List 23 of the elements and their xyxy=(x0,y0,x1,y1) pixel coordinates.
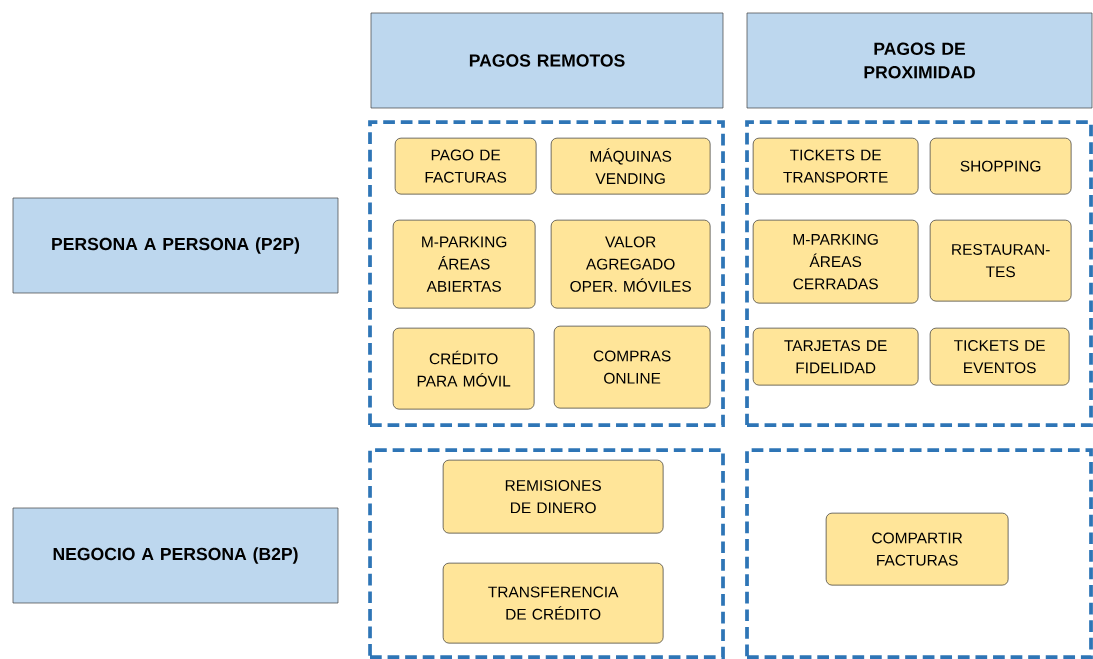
category-box: MÁQUINAS VENDING xyxy=(550,137,711,195)
category-box: M-PARKING ÁREAS CERRADAS xyxy=(752,219,919,304)
dashed-group-box xyxy=(368,120,725,427)
dashed-group-box xyxy=(745,448,1093,659)
category-box: RESTAURAN-TES xyxy=(929,219,1072,302)
category-box: COMPRAS ONLINE xyxy=(553,325,711,409)
dashed-group-box xyxy=(368,448,725,659)
category-box: CRÉDITO PARA MÓVIL xyxy=(392,327,535,410)
category-box: SHOPPING xyxy=(929,137,1072,195)
category-box: VALOR AGREGADO OPER. MÓVILES xyxy=(550,219,711,309)
category-box: TARJETAS DE FIDELIDAD xyxy=(752,327,919,386)
header-box: PERSONA A PERSONA (P2P) xyxy=(12,197,339,294)
category-box: M-PARKING ÁREAS ABIERTAS xyxy=(392,219,536,309)
category-box: TICKETS DE EVENTOS xyxy=(929,327,1070,386)
header-box: NEGOCIO A PERSONA (B2P) xyxy=(12,507,339,604)
header-box: PAGOS REMOTOS xyxy=(370,12,724,109)
dashed-group-box xyxy=(745,120,1093,427)
category-box: COMPARTIR FACTURAS xyxy=(825,512,1009,586)
header-box: PAGOS DE PROXIMIDAD xyxy=(746,12,1093,109)
category-box: TICKETS DE TRANSPORTE xyxy=(752,137,919,195)
category-box: TRANSFERENCIA DE CRÉDITO xyxy=(442,562,664,644)
category-box: REMISIONES DE DINERO xyxy=(442,459,664,534)
category-box: PAGO DE FACTURAS xyxy=(394,137,537,195)
